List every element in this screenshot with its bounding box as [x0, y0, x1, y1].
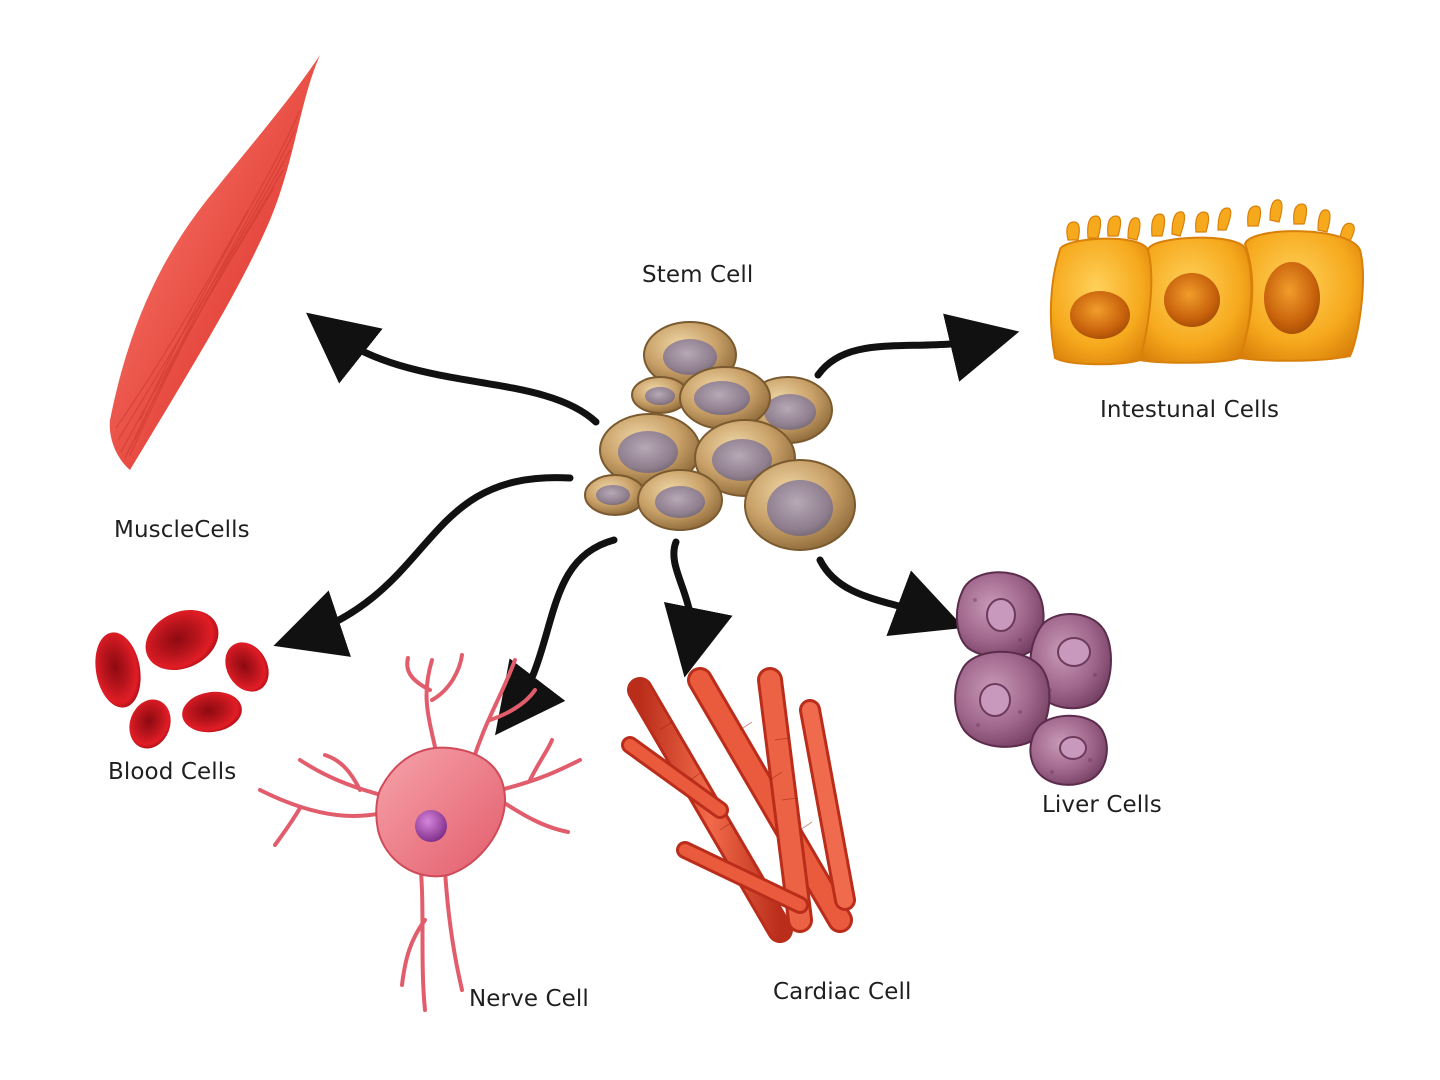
muscle-cells-label: MuscleCells — [114, 517, 250, 543]
stem-cell-label: Stem Cell — [642, 262, 754, 288]
arrow-to-nerve-cell — [495, 536, 618, 736]
cardiac-cell-label: Cardiac Cell — [773, 979, 912, 1005]
muscle-cell-icon — [109, 55, 320, 470]
cardiac-cell-icon — [621, 667, 856, 943]
blood-cells-icon — [95, 609, 269, 749]
intestinal-cells-label: Intestunal Cells — [1100, 397, 1280, 423]
liver-cells-icon — [954, 571, 1112, 786]
arrow-to-intestinal-cells — [814, 313, 1020, 382]
nerve-cell-icon — [258, 653, 582, 1012]
blood-cells-label: Blood Cells — [108, 759, 237, 785]
arrows — [273, 312, 1020, 736]
intestinal-cells-icon — [1049, 199, 1364, 366]
arrow-to-liver-cells — [816, 556, 965, 637]
arrow-to-muscle-cells — [306, 312, 600, 426]
arrow-to-cardiac-cell — [663, 538, 733, 678]
nerve-cell-label: Nerve Cell — [469, 986, 589, 1012]
stem-cell-cluster-icon — [584, 321, 856, 551]
arrow-to-blood-cells — [273, 474, 574, 657]
liver-cells-label: Liver Cells — [1042, 792, 1162, 818]
